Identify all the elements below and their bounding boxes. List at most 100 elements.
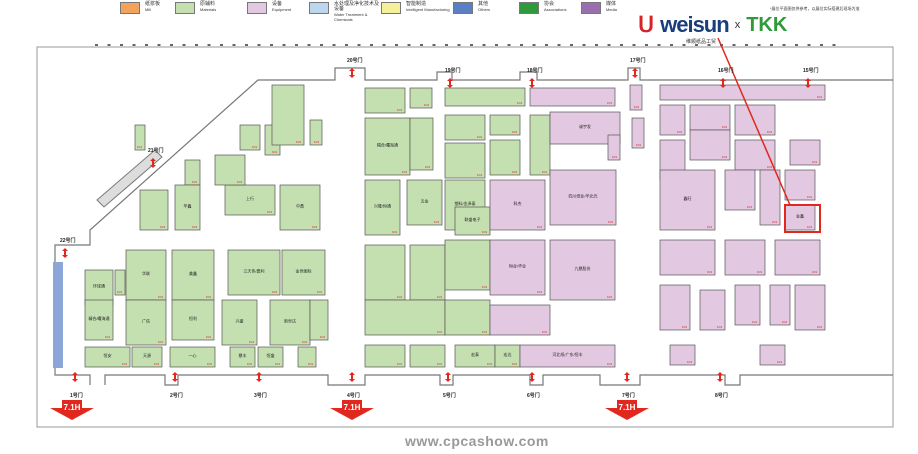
- booth: [409, 344, 446, 368]
- gate-label: 4号门: [347, 392, 360, 399]
- booth: [529, 87, 616, 107]
- hall-link-7-1h[interactable]: 7.1H: [619, 403, 636, 412]
- booth: [364, 299, 446, 336]
- gate-label: 19号门: [445, 67, 461, 74]
- ruler-dot: [370, 44, 373, 46]
- weisun-logo-icon: ᑌ: [638, 12, 655, 37]
- gate-arrow-icon: [349, 68, 355, 78]
- booth-size: 9×9: [312, 225, 317, 229]
- booth-size: 9×9: [192, 180, 197, 184]
- booth-label: 恒安: [104, 352, 112, 358]
- booth: [789, 139, 821, 166]
- booth-size: 9×9: [537, 290, 542, 294]
- booth-size: 9×9: [512, 170, 517, 174]
- booth: [699, 289, 726, 331]
- ruler-dot: [507, 44, 511, 46]
- legend-en: Others: [478, 7, 491, 12]
- booth-label: 恒利: [189, 315, 197, 321]
- booth: [125, 249, 167, 301]
- website[interactable]: www.cpcashow.com: [405, 433, 549, 449]
- gate-label: 21号门: [148, 147, 164, 154]
- gate-arrow-icon: [62, 248, 68, 258]
- booth-size: 9×9: [636, 143, 641, 147]
- booth-label: 四川纸业/华北光: [568, 193, 597, 199]
- ruler-dot: [470, 44, 473, 46]
- booth-label: 美鑫: [189, 270, 197, 276]
- booth-size: 9×9: [237, 180, 242, 184]
- booth: [309, 119, 323, 146]
- ruler-dot: [307, 44, 311, 46]
- booth-size: 9×9: [402, 170, 407, 174]
- booth: [364, 179, 401, 236]
- booth: [759, 344, 786, 366]
- booth: [784, 204, 816, 231]
- booth: [84, 299, 114, 341]
- booth: [519, 344, 616, 368]
- booth: [224, 184, 276, 216]
- legend-cn: 其他: [478, 1, 489, 7]
- booth-size: 9×9: [482, 330, 487, 334]
- booth-size: 9×9: [807, 225, 812, 229]
- hall-link-7-1h[interactable]: 7.1H: [344, 403, 361, 412]
- booth-size: 9×9: [272, 150, 277, 154]
- logo-x: x: [734, 19, 741, 31]
- booth-size: 9×9: [249, 340, 254, 344]
- booth-size: 9×9: [137, 145, 142, 149]
- booth-size: 9×9: [482, 230, 487, 234]
- booth-size: 9×9: [158, 295, 163, 299]
- booth-label: 鑫旺: [684, 195, 692, 201]
- booth-size: 9×9: [542, 170, 547, 174]
- gate-label: 3号门: [254, 392, 267, 399]
- booth-size: 9×9: [314, 140, 319, 144]
- legend-en: Water Treatment & Chemicals: [334, 12, 368, 22]
- ruler-dot: [432, 44, 436, 46]
- booth: [364, 87, 406, 114]
- booth-size: 9×9: [612, 155, 617, 159]
- booth: [139, 189, 169, 231]
- booth: [409, 87, 433, 109]
- booth-size: 9×9: [707, 225, 712, 229]
- ruler-dot: [120, 44, 123, 46]
- ruler-dot: [457, 44, 461, 46]
- legend-swatch: [309, 2, 329, 14]
- booth-size: 9×9: [717, 325, 722, 329]
- ruler-dot: [445, 44, 448, 46]
- booth-size: 9×9: [247, 362, 252, 366]
- booth-size: 9×9: [817, 325, 822, 329]
- booth: [734, 104, 776, 136]
- ruler-dot: [645, 44, 648, 46]
- ruler-dot: [670, 44, 673, 46]
- hall-link-7-1h[interactable]: 7.1H: [64, 403, 81, 412]
- ruler-dot: [570, 44, 573, 46]
- booth-size: 9×9: [517, 101, 522, 105]
- gate-arrow-icon: [720, 78, 726, 88]
- booth-size: 9×9: [477, 225, 482, 229]
- booth: [364, 117, 411, 176]
- booth-label: 广信: [142, 318, 150, 324]
- booth-size: 9×9: [607, 362, 612, 366]
- legend-cn: 水处理及净化技术及设备: [334, 1, 380, 12]
- booth: [607, 134, 621, 161]
- gate-arrow-icon: [632, 68, 638, 78]
- booth: [309, 299, 329, 341]
- ruler-dot: [420, 44, 423, 46]
- booth: [184, 159, 201, 186]
- booth-size: 9×9: [607, 295, 612, 299]
- gate-arrow-icon: [150, 158, 156, 168]
- booth: [444, 142, 486, 179]
- pointer-line: [717, 37, 791, 206]
- booth-size: 9×9: [302, 340, 307, 344]
- booth-size: 9×9: [777, 360, 782, 364]
- brand-logo: ᑌ weisun x TKK 维顺纸品工贸: [638, 12, 787, 45]
- booth-size: 9×9: [707, 270, 712, 274]
- booth: [494, 344, 521, 368]
- booth-size: 9×9: [117, 290, 122, 294]
- gate-label: 18号门: [527, 67, 543, 74]
- booth: [227, 249, 281, 296]
- ruler-dot: [282, 44, 286, 46]
- ruler-dot: [757, 44, 761, 46]
- booth-size: 9×9: [275, 362, 280, 366]
